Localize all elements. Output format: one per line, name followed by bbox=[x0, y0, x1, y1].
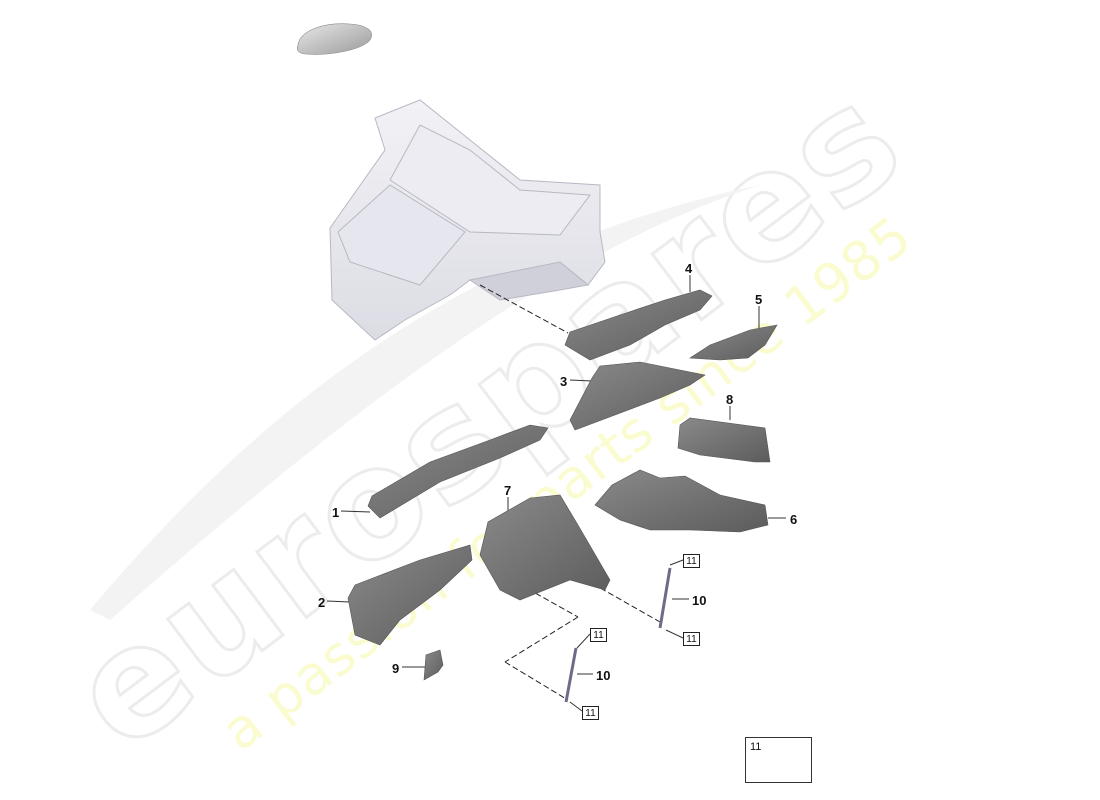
watermark-swoosh bbox=[90, 185, 760, 620]
part-6 bbox=[594, 469, 769, 533]
callout-10-lower[interactable]: 10 bbox=[596, 668, 611, 683]
callout-7[interactable]: 7 bbox=[504, 483, 512, 498]
callout-9[interactable]: 9 bbox=[392, 661, 400, 676]
callout-1[interactable]: 1 bbox=[332, 505, 340, 520]
callout-11-box[interactable]: 11 bbox=[582, 706, 599, 720]
part-3 bbox=[569, 361, 706, 431]
callout-4[interactable]: 4 bbox=[685, 261, 693, 276]
part-9 bbox=[423, 649, 444, 681]
callout-10-right[interactable]: 10 bbox=[692, 593, 707, 608]
part-5 bbox=[689, 324, 778, 361]
part-4 bbox=[564, 289, 713, 361]
callout-11-box[interactable]: 11 bbox=[590, 628, 607, 642]
part-1 bbox=[367, 424, 549, 519]
legend-item-11[interactable]: 11 bbox=[745, 737, 812, 783]
callout-8[interactable]: 8 bbox=[726, 392, 734, 407]
part-7 bbox=[479, 494, 611, 601]
callout-3[interactable]: 3 bbox=[560, 374, 568, 389]
callout-2[interactable]: 2 bbox=[318, 595, 326, 610]
body-shell bbox=[329, 99, 606, 341]
legend-label: 11 bbox=[750, 741, 762, 753]
part-10-rod-right bbox=[658, 567, 672, 629]
part-2 bbox=[347, 544, 473, 646]
vehicle-icon bbox=[296, 23, 372, 55]
callout-11-box[interactable]: 11 bbox=[683, 554, 700, 568]
callout-lines bbox=[326, 275, 786, 712]
part-8 bbox=[677, 417, 771, 463]
part-10-rod-lower bbox=[564, 647, 578, 703]
callout-5[interactable]: 5 bbox=[755, 292, 763, 307]
callout-6[interactable]: 6 bbox=[790, 512, 798, 527]
callout-11-box[interactable]: 11 bbox=[683, 632, 700, 646]
